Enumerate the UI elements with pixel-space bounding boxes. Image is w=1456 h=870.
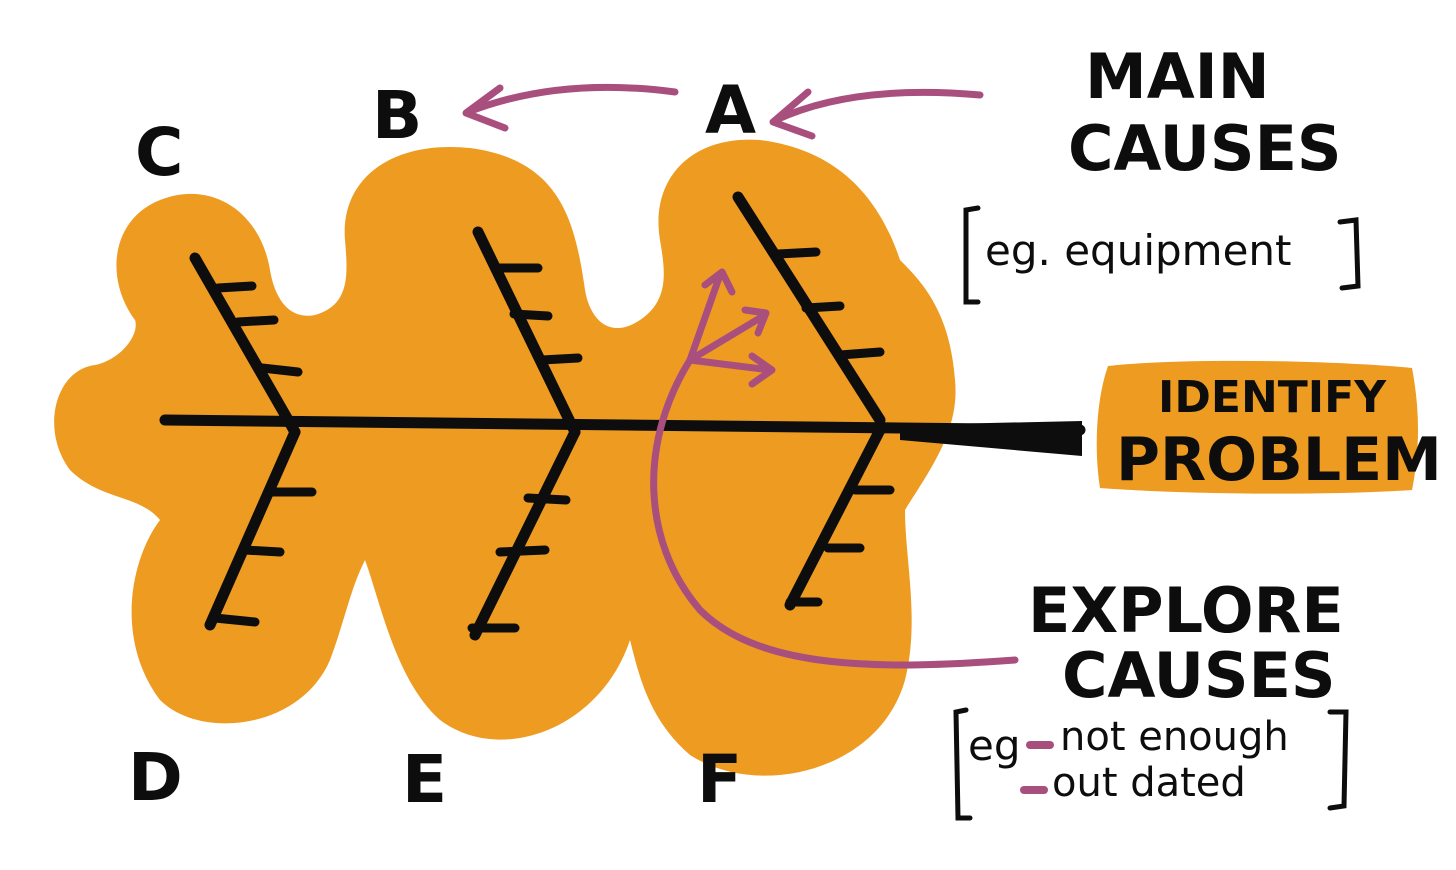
problem-line-1: IDENTIFY [1158, 372, 1387, 423]
main-causes-title-2: CAUSES [1068, 112, 1342, 185]
explore-causes-title-1: EXPLORE [1028, 574, 1344, 647]
bracket-left-2 [953, 707, 973, 821]
accent-arrows [462, 83, 1019, 669]
arrow-main-causes-to-a [772, 88, 984, 124]
explore-causes-annotation: EXPLORE CAUSES eg not enough out dated [953, 574, 1349, 821]
fish-body [54, 139, 956, 776]
arrow-explore-causes [650, 356, 1019, 669]
bracket-right-2 [1327, 709, 1349, 811]
fish-bones [189, 191, 895, 641]
arrow-a-to-b [464, 83, 679, 116]
label-b: B [372, 77, 422, 154]
label-d: D [128, 739, 183, 816]
explore-causes-title-2: CAUSES [1062, 639, 1336, 712]
bracket-right [1337, 217, 1361, 291]
label-f: F [697, 741, 742, 818]
main-causes-title-1: MAIN [1085, 40, 1270, 113]
bone-d-lower [204, 426, 301, 631]
bone-f-lower [784, 424, 886, 611]
problem-box: IDENTIFY PROBLEM [1096, 360, 1442, 495]
label-c: C [135, 114, 183, 191]
main-causes-annotation: MAIN CAUSES eg. equipment [963, 40, 1361, 305]
cause-letters: A B C D E F [128, 72, 756, 818]
fish-head-point [900, 421, 1082, 456]
problem-line-2: PROBLEM [1116, 425, 1442, 495]
bracket-left [963, 205, 981, 305]
bone-e-lower [469, 426, 581, 641]
label-a: A [705, 72, 756, 149]
main-causes-example: eg. equipment [985, 226, 1292, 275]
explore-example-item-1: not enough [1060, 714, 1289, 760]
bone-c-upper [189, 252, 301, 438]
explore-example-prefix: eg [968, 721, 1021, 770]
bone-b-upper [472, 226, 581, 438]
problem-box-bg [1096, 360, 1418, 494]
explore-example-item-2: out dated [1052, 760, 1246, 806]
label-e: E [402, 741, 447, 818]
fish-spine [159, 414, 1086, 456]
